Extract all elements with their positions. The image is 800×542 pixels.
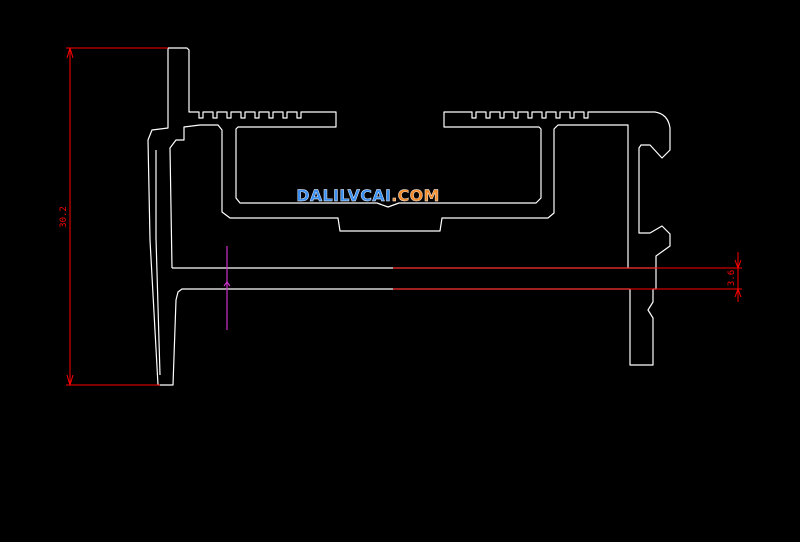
- outer-contour: [168, 47, 671, 269]
- thickness-dimension-label: 3.6: [727, 270, 737, 286]
- left-skin-inner: [155, 150, 161, 376]
- watermark-domain: DALILVCAI: [296, 186, 391, 205]
- height-dimension-label: 30.2: [59, 206, 69, 228]
- section-marker: [223, 246, 231, 330]
- dimension-annotations: [66, 47, 742, 386]
- thickness-arrow-top: [734, 259, 742, 269]
- height-arrow-bottom: [66, 374, 74, 386]
- height-arrow-top: [66, 47, 74, 59]
- watermark-tld: .COM: [391, 186, 440, 205]
- watermark-text: DALILVCAI.COM: [296, 186, 440, 205]
- thickness-arrow-bottom: [734, 288, 742, 298]
